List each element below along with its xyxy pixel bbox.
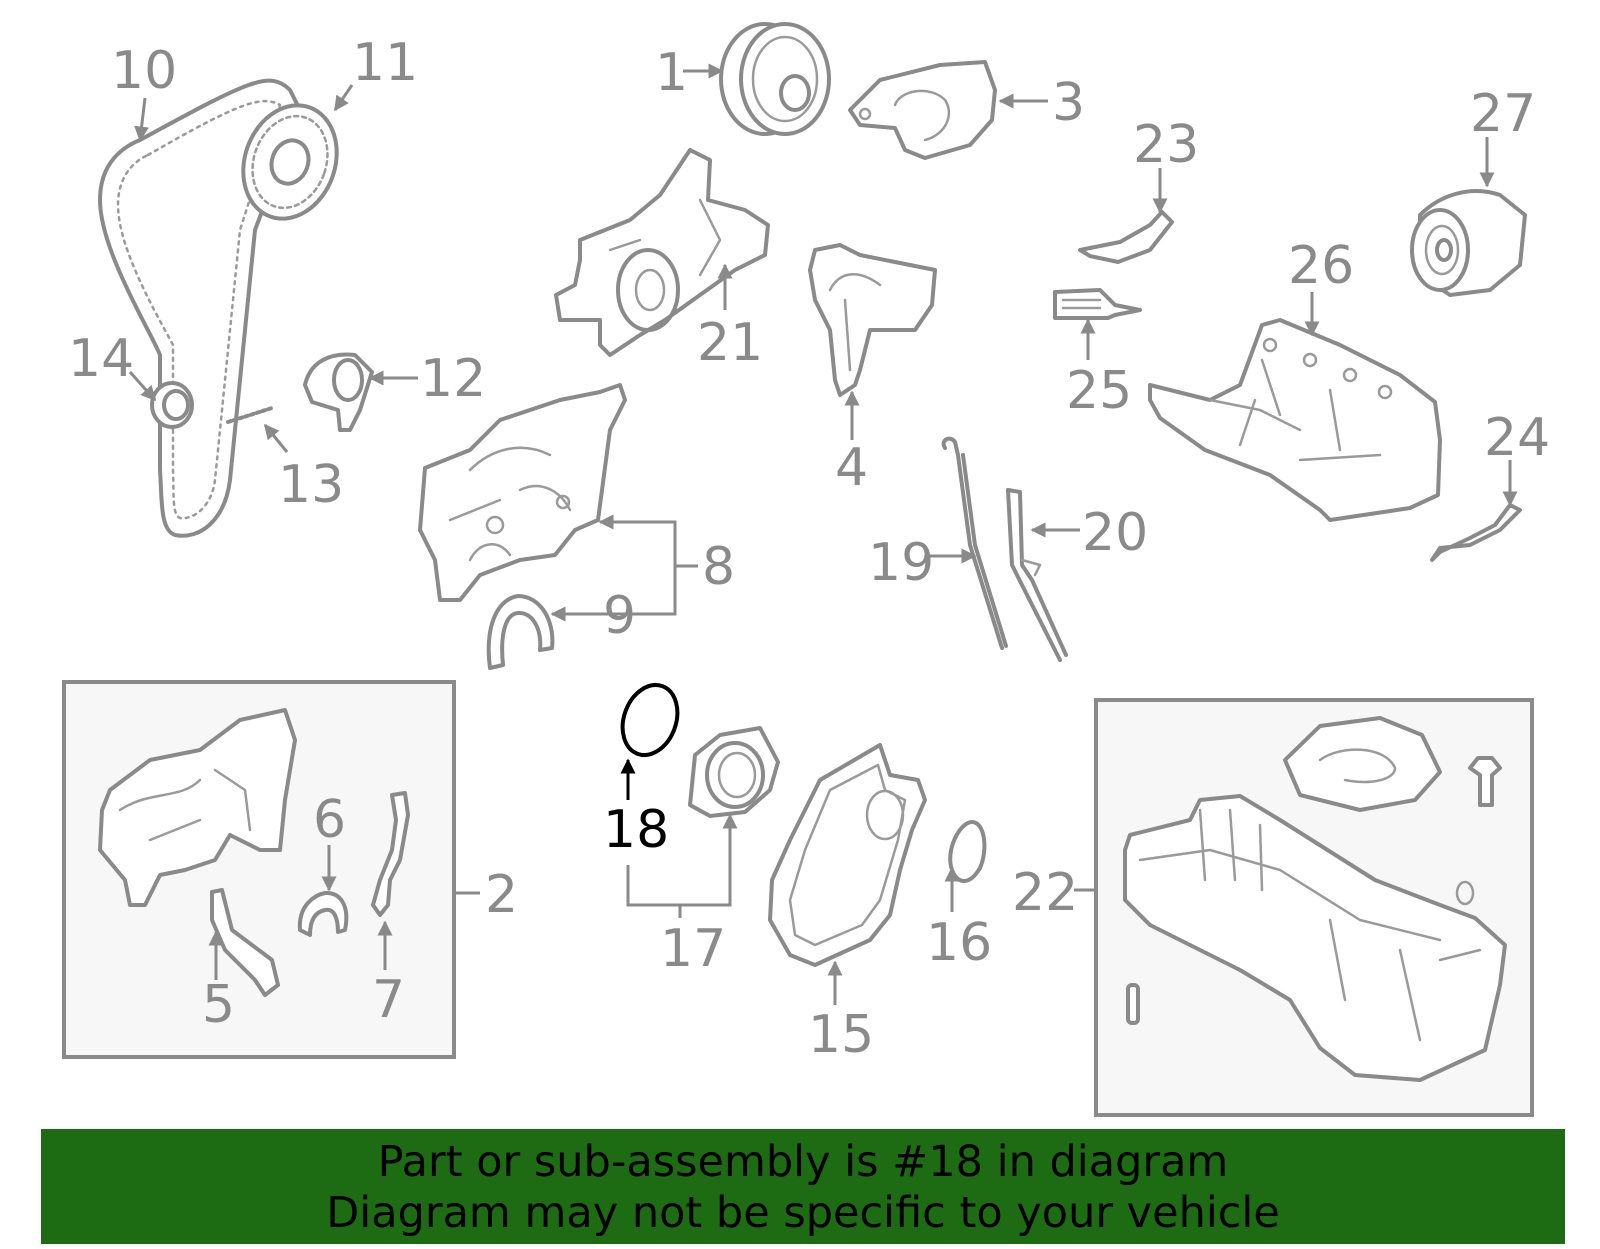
oil-pan-gasket-upper xyxy=(1078,210,1174,264)
belt-tensioner xyxy=(303,352,374,432)
callout-24: 24 xyxy=(1484,408,1550,468)
crank-timing-plate xyxy=(848,60,997,160)
rear-main-seal-retainer xyxy=(688,726,780,818)
timing-cover-upper xyxy=(98,708,297,907)
oil-filter xyxy=(1410,189,1527,297)
oil-pan xyxy=(1148,318,1442,522)
callout-10: 10 xyxy=(111,41,177,101)
dowel-pin xyxy=(1126,983,1140,1025)
callout-14: 14 xyxy=(68,329,134,389)
dipstick-tube xyxy=(1006,488,1068,662)
access-plug xyxy=(948,820,987,883)
oil-pan-lower-assembly xyxy=(1123,794,1507,1082)
callout-12: 12 xyxy=(420,349,486,409)
rear-cover-plate xyxy=(768,743,927,967)
cover-seal xyxy=(486,594,555,670)
callout-16: 16 xyxy=(926,913,992,973)
callout-13: 13 xyxy=(278,455,344,515)
callout-19: 19 xyxy=(868,533,934,593)
info-banner: Part or sub-assembly is #18 in diagram D… xyxy=(41,1129,1565,1244)
callout-21: 21 xyxy=(697,313,763,373)
drain-plug xyxy=(1053,288,1142,320)
banner-line-disclaimer: Diagram may not be specific to your vehi… xyxy=(326,1188,1280,1238)
callout-2: 2 xyxy=(485,865,518,925)
timing-belt xyxy=(98,78,302,538)
crankshaft-pulley xyxy=(719,22,831,136)
oil-pan-gasket-lower xyxy=(1430,503,1522,562)
callout-27: 27 xyxy=(1470,84,1536,144)
callout-8: 8 xyxy=(702,537,735,597)
callout-6: 6 xyxy=(313,790,346,850)
camshaft-sprocket xyxy=(241,103,339,221)
callout-17: 17 xyxy=(660,919,726,979)
callout-11: 11 xyxy=(352,33,418,93)
callout-26: 26 xyxy=(1288,236,1354,296)
callout-1: 1 xyxy=(655,43,688,103)
oil-dipstick xyxy=(941,436,1008,650)
callout-20: 20 xyxy=(1082,503,1148,563)
callout-5: 5 xyxy=(202,975,235,1035)
callout-18-highlighted: 18 xyxy=(603,800,669,860)
callout-3: 3 xyxy=(1052,73,1085,133)
callout-7: 7 xyxy=(372,970,405,1030)
callout-15: 15 xyxy=(808,1005,874,1065)
timing-cover xyxy=(418,383,627,602)
callout-9: 9 xyxy=(603,586,636,646)
oil-pan-baffle xyxy=(1283,716,1442,812)
timing-cover-seal-6 xyxy=(297,890,349,937)
callout-22: 22 xyxy=(1012,863,1078,923)
oil-pan-bolt xyxy=(1468,756,1502,807)
callout-23: 23 xyxy=(1133,115,1199,175)
o-ring-highlighted xyxy=(620,683,680,757)
callout-25: 25 xyxy=(1066,361,1132,421)
banner-line-part-number: Part or sub-assembly is #18 in diagram xyxy=(377,1137,1229,1187)
callout-4: 4 xyxy=(835,438,868,498)
oil-strainer xyxy=(808,243,937,397)
oil-pump xyxy=(554,148,770,357)
timing-cover-seal-7 xyxy=(371,791,410,917)
tensioner-spring xyxy=(226,406,274,424)
tensioner-pulley xyxy=(150,381,194,429)
